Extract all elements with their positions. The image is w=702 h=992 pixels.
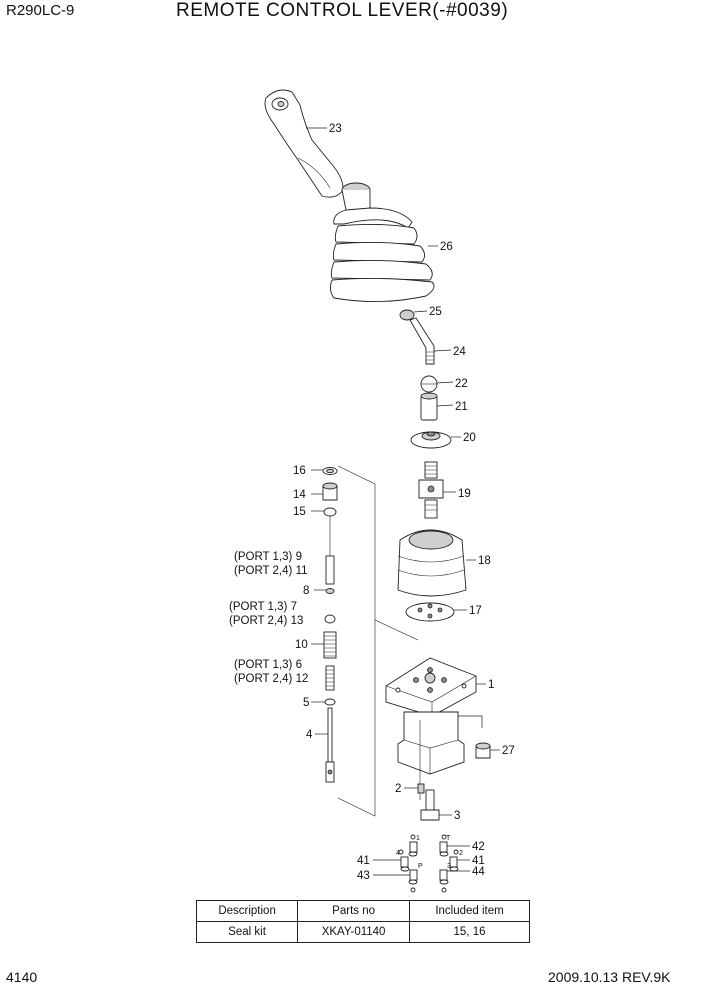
callout-44: 44	[472, 866, 485, 878]
callout-10: 10	[295, 639, 308, 651]
part-19-universal-joint	[418, 461, 444, 519]
callout-15: 15	[293, 506, 306, 518]
part-25-nut	[399, 309, 415, 321]
part-17-plate	[405, 602, 455, 622]
port-mark-t: T	[446, 835, 451, 842]
cell-description: Seal kit	[195, 921, 299, 943]
callout-17: 17	[469, 605, 482, 617]
callout-23: 23	[329, 123, 342, 135]
part-26-boot	[329, 182, 435, 302]
column-header-parts-no: Parts no	[297, 900, 411, 922]
callout-3: 3	[454, 810, 460, 822]
callout-41-left: 41	[357, 855, 370, 867]
callout-8: 8	[303, 585, 309, 597]
part-21-sleeve	[420, 392, 438, 421]
callout-41-right: 41	[472, 855, 485, 867]
seal-kit-table: Description Parts no Included item Seal …	[195, 900, 530, 943]
callout-5: 5	[303, 697, 309, 709]
callout-27: 27	[502, 745, 515, 757]
port-mark-p: P	[418, 863, 423, 870]
part-8-washer	[325, 588, 335, 594]
port-mark-2: 2	[459, 850, 463, 857]
page-number: 4140	[6, 969, 38, 985]
callout-19: 19	[458, 488, 471, 500]
part-22-ball	[420, 375, 438, 393]
callout-2: 2	[395, 783, 401, 795]
callout-18: 18	[478, 555, 491, 567]
callout-26: 26	[440, 241, 453, 253]
part-7-13-seat	[324, 614, 336, 624]
callout-42: 42	[472, 841, 485, 853]
part-15-o-ring	[323, 507, 337, 517]
part-3-bolt	[420, 789, 440, 821]
part-20-disc-plate	[410, 431, 452, 449]
cell-parts-no: XKAY-01140	[297, 921, 411, 943]
callout-port-12: (PORT 2,4) 12	[234, 673, 308, 685]
callout-port-13: (PORT 2,4) 13	[229, 615, 303, 627]
callout-25: 25	[429, 306, 442, 318]
part-16-seal-ring	[322, 467, 338, 475]
callout-21: 21	[455, 401, 468, 413]
table-row: Seal kit XKAY-01140 15, 16	[195, 921, 530, 943]
callout-port-9: (PORT 1,3) 9	[234, 551, 302, 563]
cell-included-item: 15, 16	[409, 921, 530, 943]
part-14-plug	[322, 482, 338, 501]
part-23-grip	[264, 89, 344, 198]
port-mark-4: 4	[396, 850, 400, 857]
callout-16: 16	[293, 465, 306, 477]
model-code: R290LC-9	[6, 2, 75, 19]
callout-14: 14	[293, 489, 306, 501]
date-revision: 2009.10.13 REV.9K	[548, 969, 671, 985]
column-header-included-item: Included item	[409, 900, 530, 922]
callout-port-7: (PORT 1,3) 7	[229, 601, 297, 613]
part-24-lever-rod	[409, 317, 435, 365]
part-5-washer	[324, 698, 336, 706]
callout-22: 22	[455, 378, 468, 390]
port-mark-3: 3	[447, 863, 451, 870]
part-2-pin	[417, 783, 425, 794]
callout-1: 1	[488, 679, 494, 691]
callout-4: 4	[306, 729, 313, 741]
part-27-plug	[475, 742, 491, 759]
callout-port-11: (PORT 2,4) 11	[234, 565, 308, 577]
callout-24: 24	[453, 346, 466, 358]
part-10-spring	[323, 631, 337, 659]
part-4-push-rod	[325, 707, 335, 783]
part-9-11-spool	[325, 555, 335, 585]
part-18-cover	[397, 529, 467, 597]
port-mark-1: 1	[416, 835, 420, 842]
callout-43: 43	[357, 870, 370, 882]
part-1-casing	[385, 657, 477, 800]
callout-20: 20	[463, 432, 476, 444]
part-6-12-spring	[325, 665, 335, 691]
page-title: REMOTE CONTROL LEVER(-#0039)	[176, 0, 509, 21]
callout-port-6: (PORT 1,3) 6	[234, 659, 302, 671]
seal-kit-header-row: Description Parts no Included item	[195, 900, 530, 922]
column-header-description: Description	[195, 900, 299, 922]
port-fittings	[398, 834, 459, 893]
